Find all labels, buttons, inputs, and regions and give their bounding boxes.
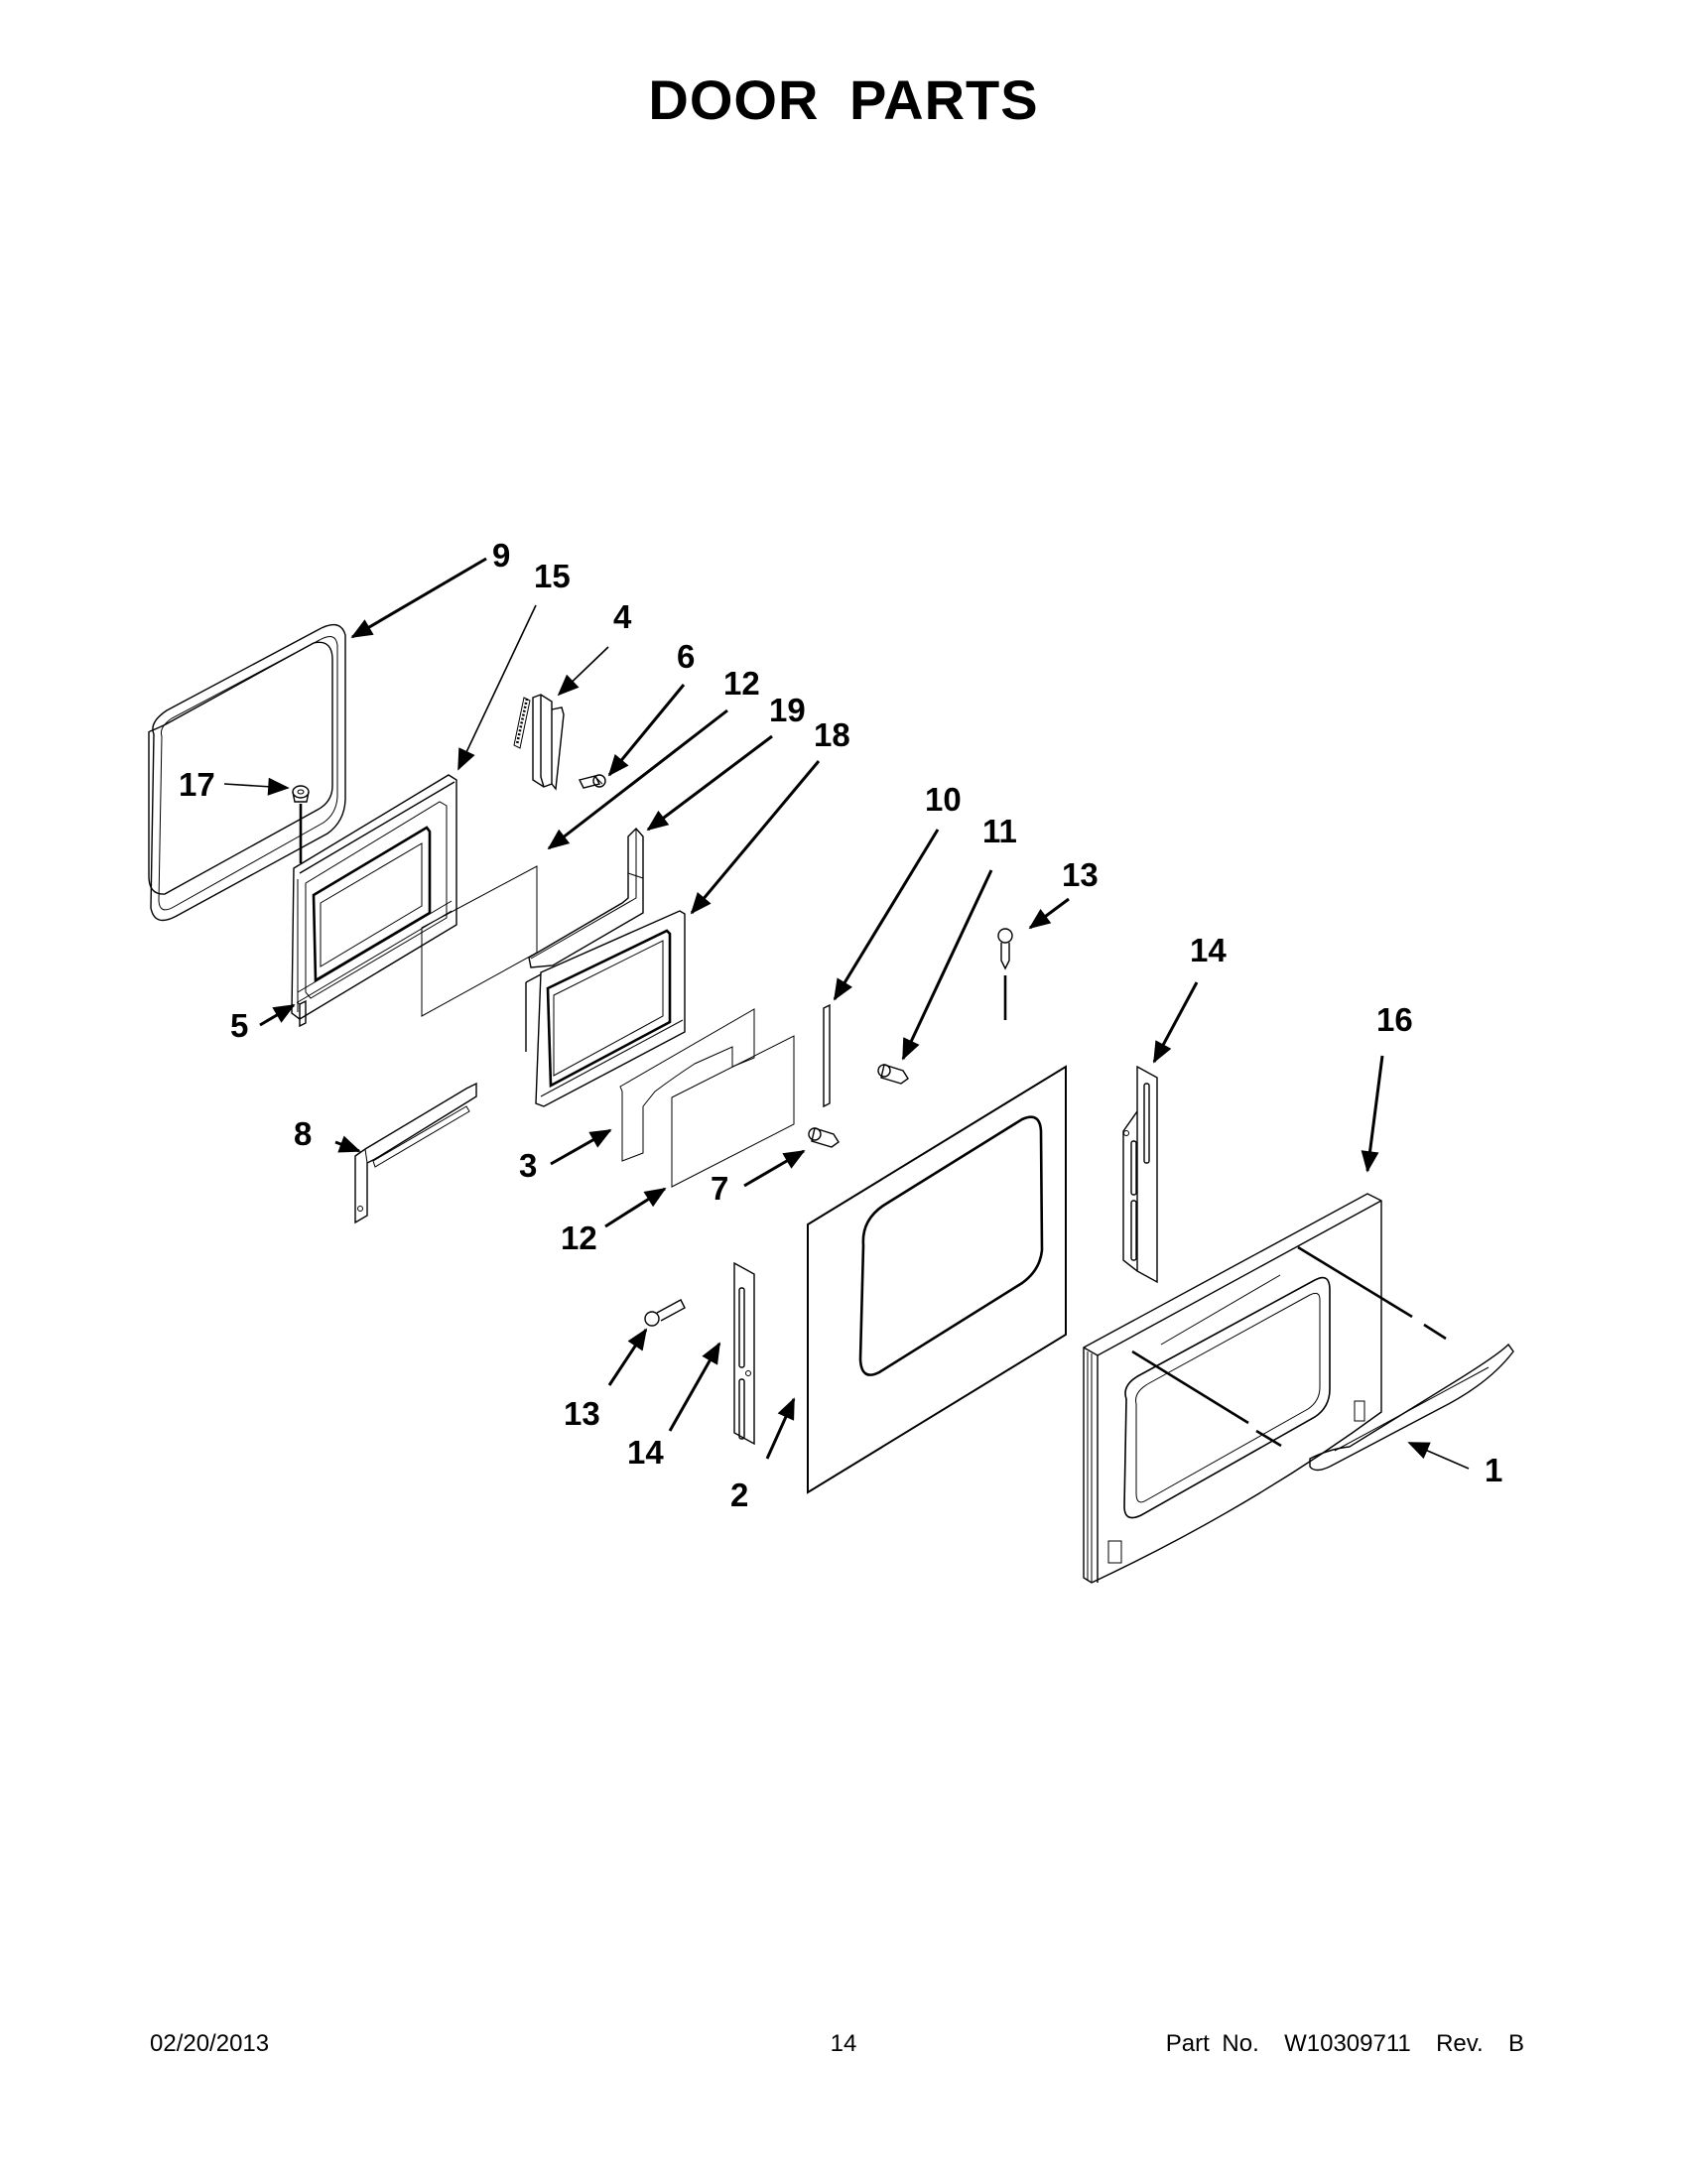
part-13-screw-lower	[644, 1299, 686, 1327]
part-13-screw-upper	[997, 928, 1013, 1020]
part-2-outer-door-glass	[807, 1065, 1067, 1494]
callout-10: 10	[925, 781, 962, 818]
part-5-spacer	[296, 999, 307, 1028]
part-8-hinge-bracket	[354, 1082, 477, 1224]
part-12-glass-panel-upper	[421, 865, 538, 1017]
callout-2: 2	[730, 1477, 748, 1513]
callout-15: 15	[534, 558, 571, 594]
callout-11: 11	[982, 813, 1017, 849]
callout-6: 6	[677, 638, 695, 675]
part-7-screw	[808, 1127, 840, 1148]
callout-19: 19	[769, 692, 806, 728]
callout-3: 3	[519, 1147, 537, 1184]
assembly-guide-lines	[1131, 1245, 1447, 1448]
part-1-door-handle	[1309, 1343, 1514, 1472]
callout-9: 9	[492, 537, 510, 574]
part-14-side-trim-right	[1122, 1065, 1158, 1284]
callout-16: 16	[1376, 1001, 1413, 1038]
part-11-screw	[877, 1064, 909, 1085]
part-15-inner-door-liner	[291, 774, 457, 1020]
callout-12-upper: 12	[723, 665, 760, 702]
part-10-seal-strip	[823, 1003, 831, 1108]
part-12-glass-panel-lower	[671, 1035, 795, 1188]
page-title: DOOR PARTS	[648, 68, 1039, 131]
footer-date: 02/20/2013	[150, 2030, 270, 2057]
callout-12-lower: 12	[561, 1220, 597, 1256]
callout-5: 5	[230, 1007, 248, 1044]
part-17-plug	[292, 785, 310, 863]
part-9-door-gasket	[148, 623, 346, 922]
leader-lines	[223, 557, 1470, 1470]
callout-13-lower: 13	[564, 1395, 600, 1432]
callout-14-left: 14	[627, 1434, 664, 1471]
callout-18: 18	[814, 716, 850, 753]
part-14-side-trim-left	[733, 1261, 755, 1446]
footer-page-number: 14	[830, 2030, 857, 2057]
callout-labels: 9 15 4 6 12 19 18 17 10 11 13 14 16 5 8 …	[179, 537, 1502, 1513]
callout-17: 17	[179, 766, 215, 803]
part-16-outer-door-panel	[1083, 1193, 1382, 1584]
callout-13-upper: 13	[1062, 856, 1099, 893]
part-18-inner-door-frame	[525, 910, 686, 1107]
part-6-screw	[578, 774, 606, 789]
footer-part-number: Part No. W10309711 Rev. B	[1165, 2030, 1524, 2057]
callout-14-right: 14	[1190, 932, 1227, 968]
callout-1: 1	[1485, 1452, 1502, 1488]
callout-8: 8	[294, 1115, 312, 1152]
callout-7: 7	[711, 1170, 728, 1207]
part-3-baffle	[619, 1008, 755, 1162]
part-19-insulation-channel	[528, 827, 644, 968]
part-4-hinge	[513, 694, 565, 791]
callout-4: 4	[613, 598, 632, 635]
